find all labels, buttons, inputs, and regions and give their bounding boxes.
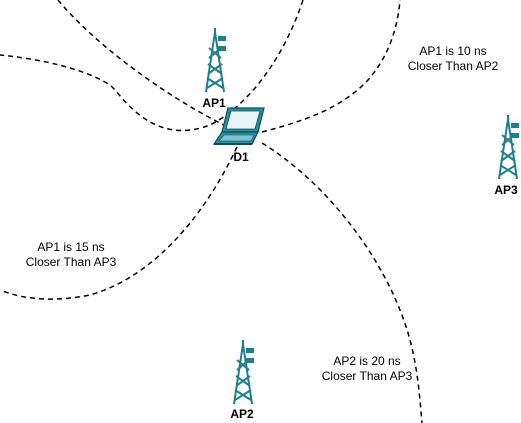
ap1-tower-icon	[205, 28, 226, 93]
d1-label: D1	[233, 150, 249, 164]
ap1-ap3-curve-bottom	[0, 146, 238, 300]
ap3-tower-icon	[498, 115, 519, 180]
ap1-ap3-annotation: AP1 is 15 ns Closer Than AP3	[16, 240, 126, 270]
ap1-label: AP1	[202, 96, 226, 110]
ap2-ap3-annotation-line1: AP2 is 20 ns	[333, 354, 401, 368]
ap1-ap2-annotation-line1: AP1 is 10 ns	[419, 44, 487, 58]
ap2-tower-icon	[233, 340, 254, 405]
ap2-label: AP2	[230, 407, 254, 421]
ap2-ap3-annotation: AP2 is 20 ns Closer Than AP3	[312, 354, 422, 384]
ap2-ap3-annotation-line2: Closer Than AP3	[321, 369, 413, 383]
ap1-ap3-annotation-line2: Closer Than AP3	[25, 255, 117, 269]
ap2-ap3-curve	[261, 142, 423, 423]
ap1-ap2-curve-right	[261, 0, 401, 133]
ap1-ap3-annotation-line1: AP1 is 15 ns	[37, 240, 105, 254]
ap3-label: AP3	[494, 183, 518, 197]
d1-laptop-icon	[212, 107, 265, 145]
ap1-ap2-annotation-line2: Closer Than AP2	[407, 59, 499, 73]
ap1-ap2-annotation: AP1 is 10 ns Closer Than AP2	[398, 44, 508, 74]
ap1-ap2-curve-left	[57, 0, 237, 132]
